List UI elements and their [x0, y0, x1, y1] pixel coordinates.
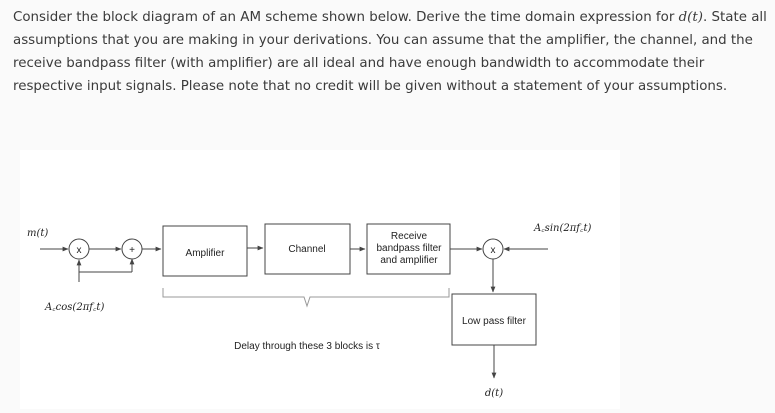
- input-label: m(t): [27, 228, 48, 239]
- delay-brace: [162, 288, 450, 308]
- am-block-diagram: m(t) x A꜀cos(2πf꜀t) + Amplifier Channel …: [20, 150, 620, 409]
- block-diagram-svg: m(t) x A꜀cos(2πf꜀t) + Amplifier Channel …: [27, 223, 591, 399]
- amplifier-label: Amplifier: [186, 248, 226, 259]
- rx-multiplier-symbol: x: [491, 245, 496, 256]
- receive-bpf-line2: bandpass filter: [376, 243, 442, 254]
- channel-block: [264, 223, 351, 275]
- tx-carrier-label: A꜀cos(2πf꜀t): [44, 302, 104, 313]
- question-text-part-2: . State all assumptions that you are mak…: [13, 10, 767, 94]
- receive-bpf-line3: and amplifier: [380, 255, 438, 266]
- adder-symbol: +: [129, 245, 135, 256]
- delay-note: Delay through these 3 blocks is τ: [234, 341, 380, 352]
- lowpass-filter-label: Low pass filter: [462, 316, 527, 327]
- channel-label: Channel: [288, 244, 325, 255]
- question-text: Consider the block diagram of an AM sche…: [13, 6, 768, 98]
- rx-carrier-label: A꜀sin(2πf꜀t): [533, 223, 591, 234]
- receive-bpf-line1: Receive: [391, 231, 428, 242]
- question-text-part-1: Consider the block diagram of an AM sche…: [13, 10, 679, 25]
- amplifier-block: [162, 225, 248, 277]
- output-symbol: d(t): [678, 10, 704, 25]
- tx-multiplier-symbol: x: [77, 245, 82, 256]
- receive-bpf-block: [366, 223, 451, 275]
- output-label: d(t): [485, 388, 503, 399]
